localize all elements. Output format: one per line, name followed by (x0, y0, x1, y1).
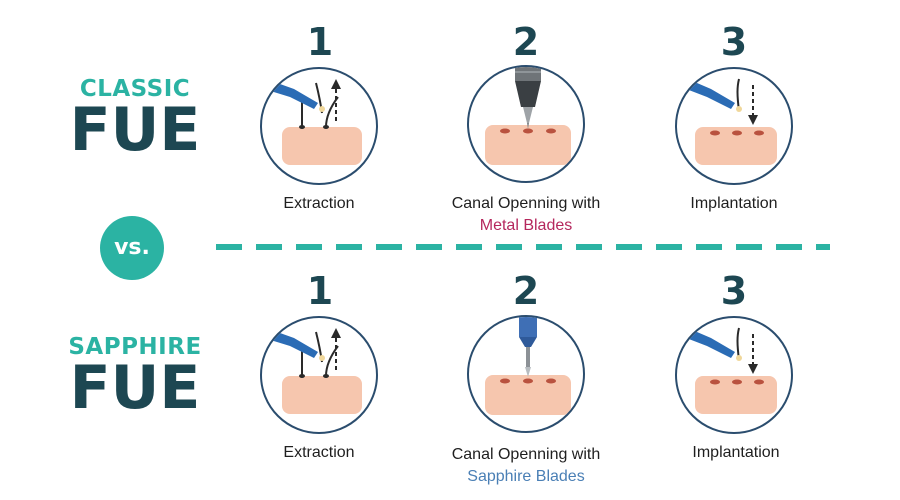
classic-step-2-number: 2 (512, 20, 540, 64)
sapphire-blade-icon (485, 317, 571, 415)
sapphire-step-1-circle (260, 316, 378, 434)
classic-step-2-sublabel: Metal Blades (479, 217, 573, 234)
classic-step-2-caption: Canal Openning with Metal Blades (416, 193, 636, 237)
metal-blade-icon (485, 67, 571, 165)
classic-step-3-label: Implantation (690, 195, 778, 212)
sapphire-step-3-label: Implantation (692, 444, 780, 461)
classic-step-1-label: Extraction (283, 195, 355, 212)
vs-badge: vs. (100, 216, 164, 280)
classic-step-3-circle (675, 67, 793, 185)
classic-step-1-caption: Extraction (209, 193, 429, 215)
sapphire-step-3-circle (675, 316, 793, 434)
sapphire-step-2-caption: Canal Openning with Sapphire Blades (416, 444, 636, 488)
classic-step-2-label: Canal Openning with (451, 195, 601, 212)
extraction-icon (264, 79, 362, 165)
sapphire-step-1-caption: Extraction (209, 442, 429, 464)
sapphire-step-1-number: 1 (306, 269, 334, 313)
sapphire-step-2-sublabel: Sapphire Blades (467, 468, 585, 485)
classic-step-2-circle (467, 65, 585, 183)
sapphire-step-2-label: Canal Openning with (451, 446, 601, 463)
extraction-icon (264, 328, 362, 414)
classic-step-3-number: 3 (720, 20, 748, 64)
sapphire-title: FUE (69, 353, 201, 423)
sapphire-step-3-number: 3 (720, 269, 748, 313)
implantation-icon (681, 77, 777, 165)
classic-subtitle: CLASSIC (79, 76, 191, 102)
classic-step-1-circle (260, 67, 378, 185)
dashed-divider (216, 244, 830, 250)
sapphire-step-1-label: Extraction (283, 444, 355, 461)
sapphire-subtitle: SAPPHIRE (68, 334, 202, 360)
implantation-icon (681, 326, 777, 414)
sapphire-step-2-number: 2 (512, 269, 540, 313)
classic-title: FUE (69, 95, 201, 165)
sapphire-step-2-circle (467, 315, 585, 433)
classic-step-3-caption: Implantation (624, 193, 844, 215)
classic-step-1-number: 1 (306, 20, 334, 64)
sapphire-step-3-caption: Implantation (626, 442, 846, 464)
